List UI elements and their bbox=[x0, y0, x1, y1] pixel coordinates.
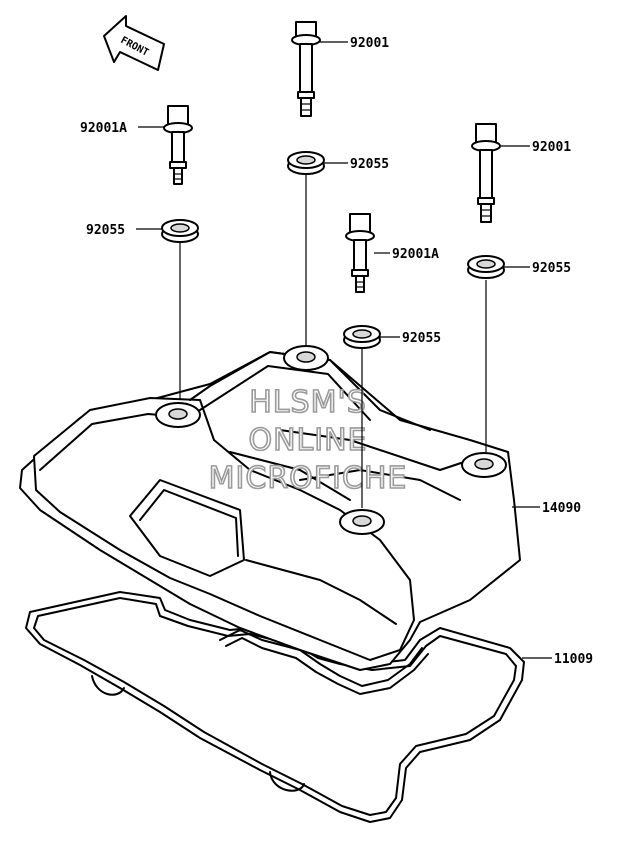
label-bolt-top: 92001 bbox=[350, 36, 389, 51]
bolt-top-part bbox=[291, 21, 321, 117]
label-cylinder-head-cover: 14090 bbox=[542, 501, 581, 516]
bolt-left-part bbox=[163, 105, 193, 185]
front-arrow-icon: FRONT bbox=[103, 15, 165, 71]
watermark-line-3: MICROFICHE bbox=[209, 461, 408, 496]
watermark: HLSM'S ONLINE MICROFICHE bbox=[208, 384, 408, 497]
front-label: FRONT bbox=[119, 35, 151, 59]
label-washer-mid: 92055 bbox=[402, 331, 441, 346]
label-gasket: 11009 bbox=[554, 652, 593, 667]
bolt-mid-part bbox=[345, 213, 375, 293]
watermark-line-2: ONLINE bbox=[248, 423, 367, 458]
part-labels: 92001 92001A 92055 92001 92055 92001A 92… bbox=[80, 36, 593, 667]
leader-lines bbox=[136, 41, 552, 659]
label-washer-right: 92055 bbox=[532, 261, 571, 276]
label-bolt-mid: 92001A bbox=[392, 247, 439, 262]
washer-mid-part bbox=[343, 325, 381, 349]
washer-left-part bbox=[161, 219, 199, 243]
washer-right-part bbox=[467, 255, 505, 279]
cylinder-head-cover-part bbox=[19, 345, 521, 671]
watermark-line-1: HLSM'S bbox=[249, 385, 367, 420]
label-bolt-right: 92001 bbox=[532, 140, 571, 155]
label-washer-left: 92055 bbox=[86, 223, 125, 238]
washer-top-part bbox=[287, 151, 325, 175]
bolt-right-part bbox=[471, 123, 501, 223]
label-washer-top: 92055 bbox=[350, 157, 389, 172]
label-bolt-left: 92001A bbox=[80, 121, 127, 136]
alignment-lines bbox=[179, 172, 487, 508]
